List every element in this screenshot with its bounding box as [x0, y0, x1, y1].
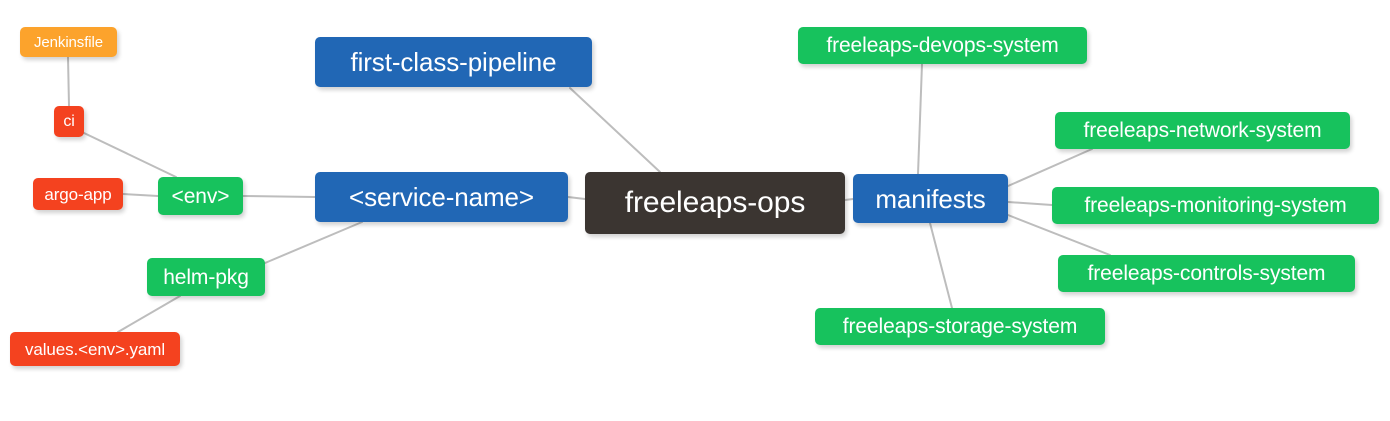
- edge-freeleaps-ops-to-service-name: [567, 196, 586, 200]
- node-values-env-yaml[interactable]: values.<env>.yaml: [10, 332, 180, 366]
- node-freeleaps-network-system[interactable]: freeleaps-network-system: [1055, 112, 1350, 149]
- edge-service-name-to-env: [242, 195, 316, 198]
- node-ci[interactable]: ci: [54, 106, 84, 137]
- node-label-freeleaps-devops-system: freeleaps-devops-system: [826, 34, 1059, 57]
- edge-env-to-ci: [83, 132, 177, 178]
- edge-env-to-argo-app: [122, 193, 159, 197]
- node-service-name[interactable]: <service-name>: [315, 172, 568, 222]
- node-jenkinsfile[interactable]: Jenkinsfile: [20, 27, 117, 57]
- node-freeleaps-ops[interactable]: freeleaps-ops: [585, 172, 845, 234]
- node-label-freeleaps-network-system: freeleaps-network-system: [1083, 119, 1322, 142]
- edge-ci-to-jenkinsfile: [67, 56, 70, 107]
- node-argo-app[interactable]: argo-app: [33, 178, 123, 210]
- node-freeleaps-controls-system[interactable]: freeleaps-controls-system: [1058, 255, 1355, 292]
- edge-manifests-to-freeleaps-network-system: [1007, 148, 1093, 187]
- node-helm-pkg[interactable]: helm-pkg: [147, 258, 265, 296]
- node-label-freeleaps-storage-system: freeleaps-storage-system: [842, 315, 1078, 338]
- node-label-manifests: manifests: [875, 183, 986, 214]
- node-label-service-name: <service-name>: [348, 182, 535, 212]
- node-label-ci: ci: [63, 112, 75, 130]
- edge-freeleaps-ops-to-manifests: [844, 198, 854, 201]
- node-label-jenkinsfile: Jenkinsfile: [34, 33, 103, 51]
- edge-manifests-to-freeleaps-devops-system: [917, 63, 923, 175]
- edge-freeleaps-ops-to-first-class-pipeline: [569, 87, 661, 173]
- node-first-class-pipeline[interactable]: first-class-pipeline: [315, 37, 592, 87]
- node-label-helm-pkg: helm-pkg: [163, 265, 249, 289]
- node-freeleaps-monitoring-system[interactable]: freeleaps-monitoring-system: [1052, 187, 1379, 224]
- node-manifests[interactable]: manifests: [853, 174, 1008, 223]
- edge-helm-pkg-to-values-env-yaml: [117, 295, 181, 333]
- edge-manifests-to-freeleaps-monitoring-system: [1007, 201, 1053, 206]
- node-label-argo-app: argo-app: [44, 184, 112, 204]
- node-freeleaps-storage-system[interactable]: freeleaps-storage-system: [815, 308, 1105, 345]
- node-label-first-class-pipeline: first-class-pipeline: [350, 47, 557, 77]
- node-label-freeleaps-controls-system: freeleaps-controls-system: [1087, 262, 1326, 285]
- node-env[interactable]: <env>: [158, 177, 243, 215]
- node-label-freeleaps-ops: freeleaps-ops: [624, 186, 806, 219]
- node-label-freeleaps-monitoring-system: freeleaps-monitoring-system: [1084, 194, 1347, 217]
- edge-service-name-to-helm-pkg: [264, 221, 363, 264]
- node-label-env: <env>: [171, 184, 230, 208]
- node-label-values-env-yaml: values.<env>.yaml: [24, 339, 166, 359]
- edge-manifests-to-freeleaps-storage-system: [929, 222, 953, 309]
- node-freeleaps-devops-system[interactable]: freeleaps-devops-system: [798, 27, 1087, 64]
